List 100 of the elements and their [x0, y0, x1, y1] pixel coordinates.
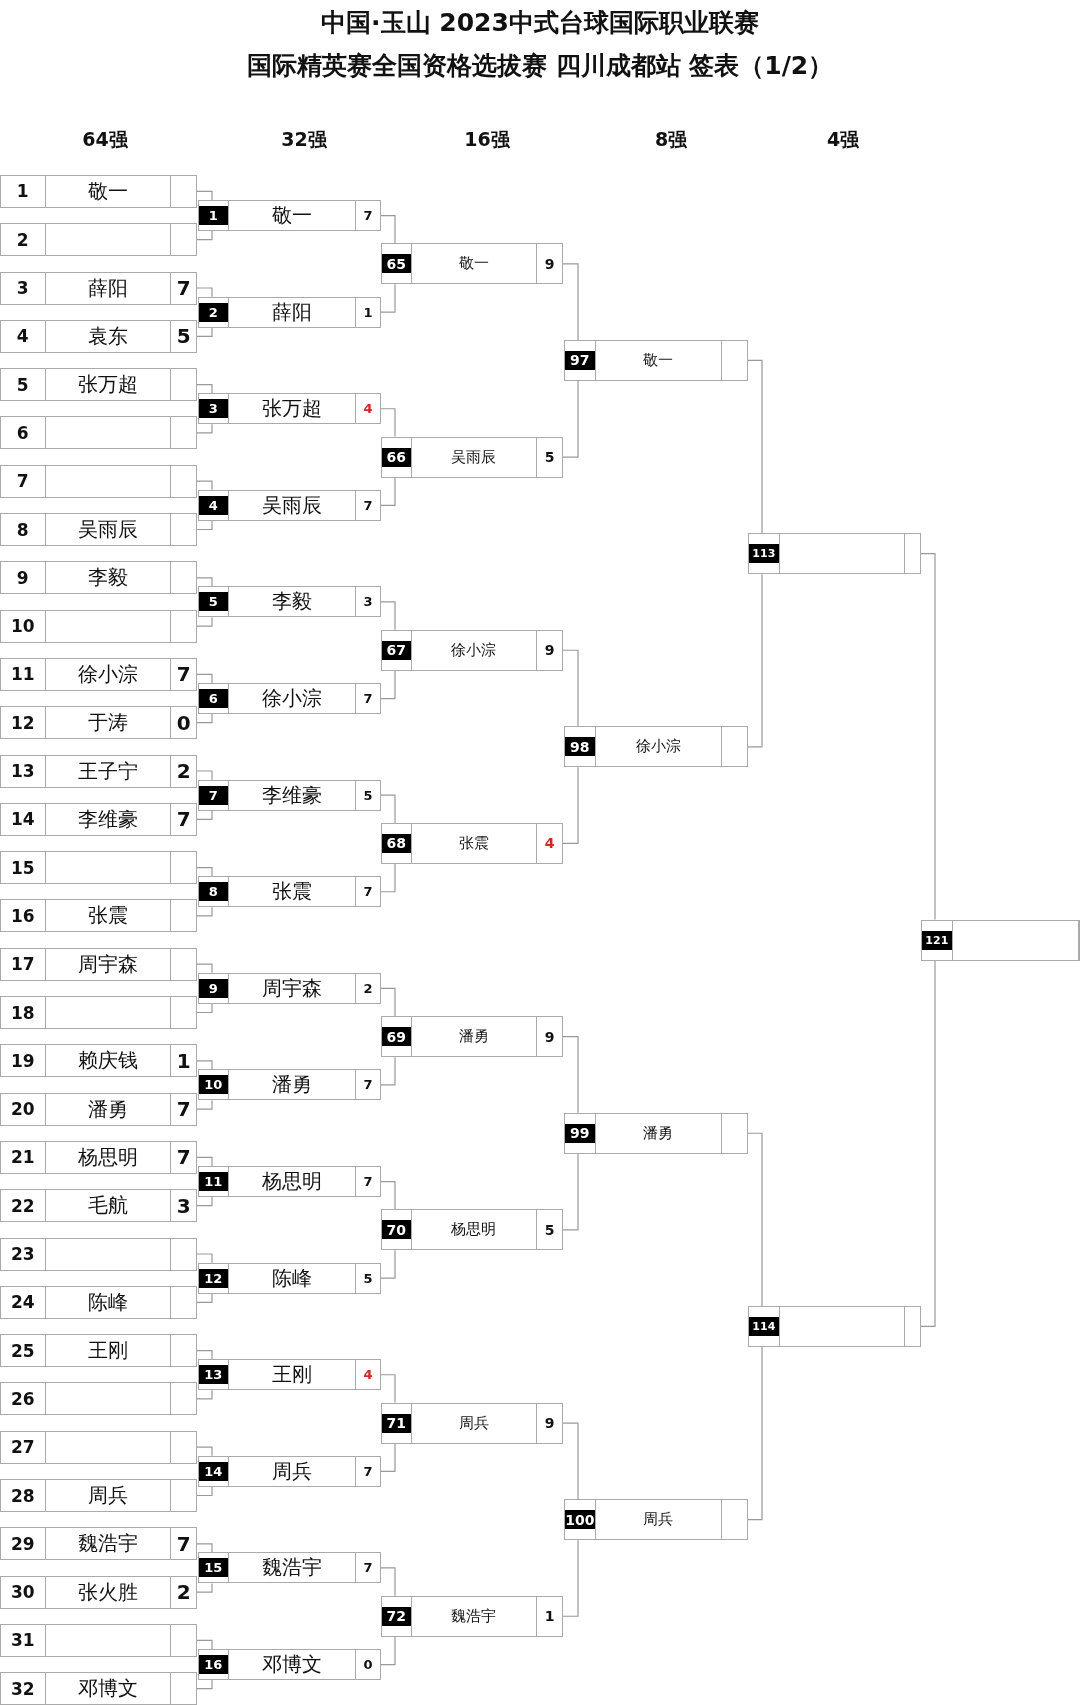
bracket-slot [0, 368, 197, 402]
player-name: 王刚 [44, 1335, 172, 1367]
bracket-slot [198, 683, 381, 715]
score: 3 [362, 593, 374, 612]
match-number: 97 [565, 350, 595, 370]
player-name: 邓博文 [44, 1673, 172, 1705]
score: 1 [543, 1607, 556, 1627]
player-name: 李毅 [44, 562, 172, 594]
bracket-slot [564, 726, 748, 768]
player-name: 周兵 [227, 1456, 357, 1486]
score: 7 [362, 690, 374, 709]
seed-number: 14 [9, 808, 36, 832]
bracket-slot [0, 754, 197, 788]
bracket-slot [564, 339, 748, 381]
player-name: 潘勇 [594, 1113, 723, 1153]
bracket-slot [0, 174, 197, 208]
match-number: 13 [199, 1365, 228, 1385]
seed-number: 11 [9, 663, 36, 687]
match-number: 114 [749, 1316, 779, 1336]
bracket-slot [198, 489, 381, 521]
connector-line [196, 906, 213, 917]
bracket-slot [381, 436, 563, 478]
connector-line [196, 1156, 213, 1167]
bracket-slot [0, 561, 197, 595]
score: 7 [175, 806, 192, 834]
connector-line [196, 1389, 213, 1400]
bracket-slot [0, 1623, 197, 1657]
score: 5 [543, 1220, 556, 1240]
match-number: 98 [565, 737, 595, 757]
connector-line [196, 480, 213, 491]
connector-line [196, 1060, 213, 1071]
connector-line [196, 867, 213, 877]
player-name: 陈峰 [227, 1263, 357, 1293]
title: 中国·玉山 2023中式台球国际职业联赛 [320, 7, 760, 39]
connector-line [562, 1422, 579, 1500]
seed-number: 10 [9, 615, 36, 639]
player-name: 潘勇 [44, 1093, 172, 1125]
score: 7 [175, 661, 192, 689]
player-name: 敬一 [410, 244, 538, 284]
connector-line [196, 1486, 213, 1497]
match-number: 15 [199, 1558, 228, 1578]
bracket-slot [0, 513, 197, 546]
player-name: 薛阳 [227, 297, 357, 327]
connector-line [196, 1582, 213, 1593]
seed-number: 18 [9, 1001, 36, 1025]
round-header: 8强 [654, 127, 688, 152]
connector-line [380, 1374, 396, 1404]
player-name: 周兵 [594, 1500, 723, 1540]
connector-line [196, 1196, 213, 1207]
player-name: 张火胜 [44, 1576, 172, 1608]
connector-line [196, 1099, 213, 1110]
bracket-slot [0, 657, 197, 691]
bracket-slot [198, 200, 381, 232]
match-number: 6 [199, 689, 228, 709]
connector-line [196, 287, 213, 298]
seed-number: 30 [9, 1581, 36, 1605]
bracket-slot [198, 1552, 381, 1584]
seed-number: 29 [9, 1532, 36, 1556]
player-name: 杨思明 [410, 1210, 538, 1250]
match-number: 14 [199, 1461, 228, 1481]
match-number: 7 [199, 785, 228, 805]
score: 5 [362, 1269, 374, 1288]
bracket-slot [381, 1595, 563, 1637]
round-header: 16强 [464, 127, 510, 152]
seed-number: 16 [9, 904, 36, 928]
bracket-slot [748, 533, 921, 575]
score: 5 [543, 448, 556, 468]
player-name: 王子宁 [44, 755, 172, 787]
connector-line [196, 230, 213, 241]
connector-line [196, 713, 213, 724]
match-number: 8 [199, 882, 228, 902]
connector-line [380, 214, 396, 244]
player-name: 周宇森 [44, 948, 172, 980]
connector-line [196, 520, 213, 531]
connector-line [562, 1036, 579, 1114]
match-number: 66 [382, 447, 411, 467]
connector-line [920, 553, 936, 921]
bracket-slot [0, 1189, 197, 1223]
round-header: 32强 [281, 127, 327, 152]
bracket-slot [381, 629, 563, 671]
score: 3 [175, 1192, 192, 1220]
round-header: 64强 [82, 127, 128, 152]
connector-line [196, 1639, 213, 1650]
seed-number: 2 [15, 228, 30, 252]
connector-line [196, 577, 213, 588]
bracket-slot [0, 1334, 197, 1368]
connector-line [562, 380, 579, 458]
player-name: 潘勇 [410, 1017, 538, 1057]
score: 5 [175, 323, 192, 351]
bracket-slot [198, 296, 381, 328]
bracket-slot [198, 586, 381, 618]
bracket-slot [198, 1069, 381, 1101]
seed-number: 7 [15, 470, 30, 494]
connector-line [196, 1543, 213, 1554]
player-name: 魏浩宇 [227, 1553, 357, 1583]
player-name: 王刚 [227, 1360, 357, 1390]
player-name: 吴雨辰 [44, 514, 172, 545]
score: 7 [175, 1530, 192, 1558]
bracket-slot [0, 319, 197, 353]
player-name: 张震 [227, 877, 357, 907]
